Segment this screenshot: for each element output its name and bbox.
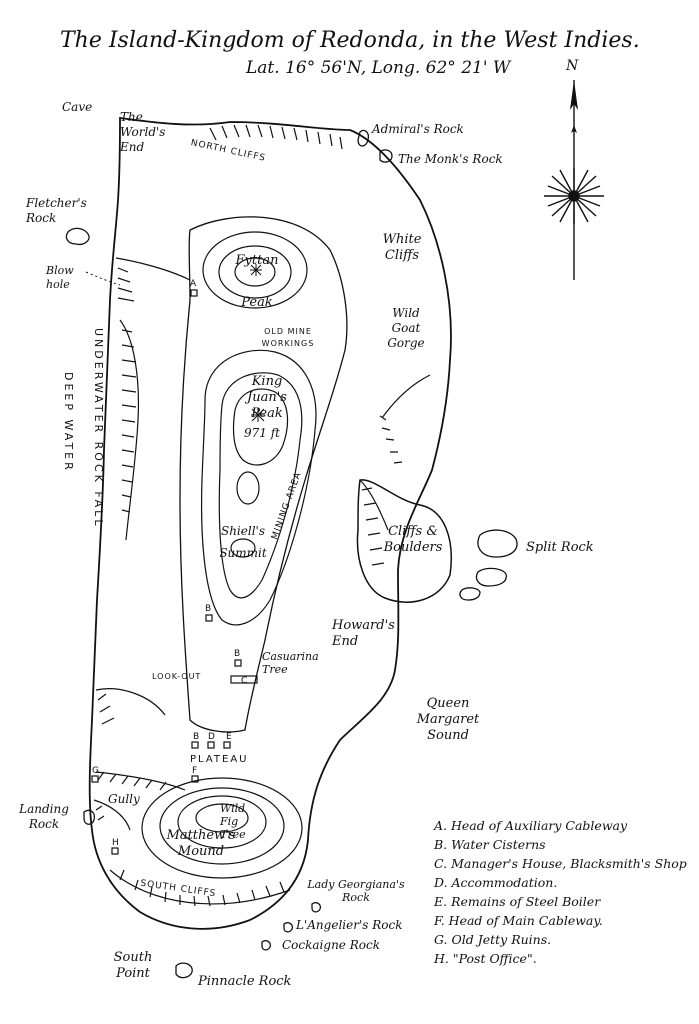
blow-hole-pointer bbox=[85, 271, 121, 286]
legend-item-d: D. Accommodation. bbox=[434, 875, 558, 890]
label-deep-water: DEEP WATER bbox=[62, 372, 75, 473]
marker-a: A bbox=[190, 279, 197, 289]
compass-rose bbox=[544, 80, 604, 280]
legend-item-c: C. Manager's House, Blacksmith's Shop bbox=[434, 856, 687, 871]
legend-item-f: F. Head of Main Cableway. bbox=[434, 913, 603, 928]
legend-item-h: H. "Post Office". bbox=[434, 951, 537, 966]
label-gully: Gully bbox=[108, 792, 140, 806]
east-cliffs-hatch bbox=[359, 374, 431, 566]
label-worlds-end: The World's End bbox=[120, 110, 166, 154]
south-cliffs-hatch bbox=[109, 869, 291, 907]
label-south-point: South Point bbox=[113, 950, 153, 981]
lady-georgianas-rock-shape bbox=[311, 902, 322, 913]
label-blow-hole: Blow hole bbox=[46, 264, 74, 291]
label-king-juans-peak: King Juan's Peak bbox=[247, 374, 287, 421]
north-cliffs-hatch bbox=[209, 124, 343, 150]
admirals-rock-shape bbox=[357, 129, 370, 147]
label-fletchers-rock: Fletcher's Rock bbox=[26, 196, 87, 225]
monks-rock-shape bbox=[379, 149, 393, 163]
marker-e: E bbox=[226, 732, 232, 742]
label-fyttan-peak: Fyttan Peak bbox=[235, 253, 279, 310]
label-matthews-mound: Matthew's Mound bbox=[166, 828, 236, 859]
legend-item-e: E. Remains of Steel Boiler bbox=[434, 894, 601, 909]
matthews-mound-contours bbox=[141, 777, 303, 879]
offshore-rocks bbox=[65, 129, 518, 979]
label-pinnacle-rock: Pinnacle Rock bbox=[198, 974, 292, 989]
marker-b-mine: B bbox=[205, 604, 211, 614]
label-elevation: 971 ft bbox=[244, 426, 280, 440]
label-cliffs-boulders: Cliffs & Boulders bbox=[383, 524, 443, 555]
legend-item-g: G. Old Jetty Ruins. bbox=[434, 932, 552, 947]
split-rock-shape bbox=[459, 529, 518, 601]
west-cliffs-hatch bbox=[115, 257, 191, 541]
label-old-mine-workings: OLD MINE WORKINGS bbox=[261, 327, 315, 348]
southwest-cliffs-hatch bbox=[93, 688, 186, 831]
compass-star bbox=[544, 168, 604, 224]
king-juans-peak-contours bbox=[200, 349, 317, 626]
label-monks-rock: The Monk's Rock bbox=[398, 152, 503, 166]
label-wild-goat-gorge: Wild Goat Gorge bbox=[387, 306, 425, 350]
cockaigne-rock-shape bbox=[261, 940, 272, 951]
label-landing-rock: Landing Rock bbox=[19, 802, 69, 831]
label-lady-georgianas-rock: Lady Georgiana's Rock bbox=[307, 878, 405, 904]
compass-north-label: N bbox=[566, 58, 579, 74]
label-admirals-rock: Admiral's Rock bbox=[372, 122, 464, 136]
label-wild-fig-tree: Wild Fig Tree bbox=[220, 802, 246, 841]
building-markers bbox=[91, 289, 258, 855]
marker-f: F bbox=[192, 766, 197, 776]
label-split-rock: Split Rock bbox=[526, 540, 594, 555]
label-white-cliffs: White Cliffs bbox=[382, 232, 422, 263]
marker-h: H bbox=[112, 838, 119, 848]
langeliers-rock-shape bbox=[283, 922, 294, 933]
marker-d: D bbox=[208, 732, 215, 742]
label-underwater-rock-fall: UNDERWATER ROCK FALL bbox=[92, 328, 105, 529]
map-coordinates: Lat. 16° 56'N, Long. 62° 21' W bbox=[246, 58, 511, 78]
label-casuarina-tree: Casuarina Tree bbox=[262, 650, 319, 676]
legend-item-a: A. Head of Auxiliary Cableway bbox=[434, 818, 628, 833]
label-cave: Cave bbox=[62, 100, 93, 114]
label-langeliers-rock: L'Angelier's Rock bbox=[296, 918, 403, 932]
peak-star-marks bbox=[250, 264, 265, 422]
pinnacle-rock-shape bbox=[175, 962, 193, 979]
marker-b-plateau: B bbox=[193, 732, 199, 742]
fyttan-peak-contours bbox=[202, 231, 308, 309]
legend-item-b: B. Water Cisterns bbox=[434, 837, 546, 852]
marker-c: C bbox=[241, 676, 247, 686]
fletchers-rock-shape bbox=[65, 227, 90, 246]
label-plateau: PLATEAU bbox=[190, 754, 249, 765]
label-cockaigne-rock: Cockaigne Rock bbox=[282, 938, 380, 952]
map-title: The Island-Kingdom of Redonda, in the We… bbox=[60, 28, 640, 53]
marker-g: G bbox=[92, 766, 99, 776]
label-howards-end: Howard's End bbox=[332, 618, 395, 649]
map-legend: A. Head of Auxiliary Cableway B. Water C… bbox=[434, 816, 687, 968]
cliffs-boulders-outline bbox=[356, 479, 452, 603]
label-look-out: LOOK-OUT bbox=[152, 672, 202, 681]
landing-rock-shape bbox=[83, 809, 96, 825]
label-queen-margaret-sound: Queen Margaret Sound bbox=[416, 696, 480, 743]
island-coastline bbox=[88, 116, 452, 930]
label-shiells-summit: Shiell's Summit bbox=[219, 524, 267, 560]
marker-b-casuarina: B bbox=[234, 649, 240, 659]
